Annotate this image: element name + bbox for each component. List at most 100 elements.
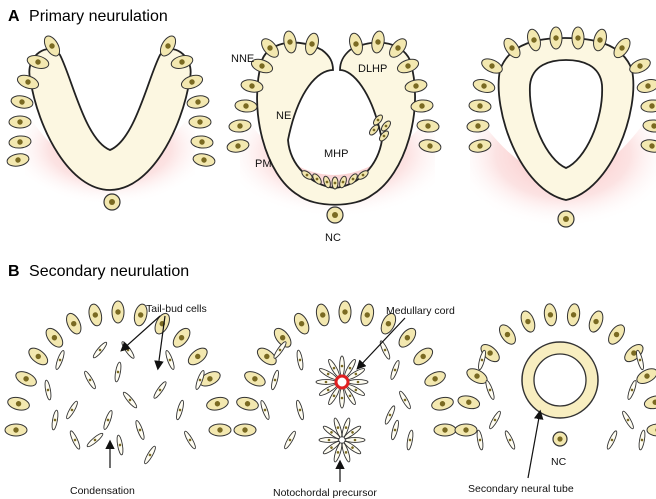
ectoderm-cell <box>643 394 656 411</box>
secondary-stage-1: Tail-bud cells Condensation <box>5 301 231 497</box>
mesenchyme-cell <box>621 410 635 430</box>
ectoderm-cell <box>291 311 311 336</box>
rosette-cell <box>316 380 336 385</box>
tail-bud-cell <box>164 350 175 370</box>
ectoderm-cell <box>314 303 331 327</box>
label-dlhp: DLHP <box>358 63 387 75</box>
ectoderm-cell <box>242 369 267 389</box>
ectoderm-cell <box>186 94 210 110</box>
tail-bud-cell <box>54 350 65 370</box>
ectoderm-cell <box>634 366 656 387</box>
ectoderm-cell <box>112 301 124 323</box>
mesenchyme-cell <box>283 430 297 450</box>
primary-stage-2: NNE DLHP NE PM MHP NC <box>226 30 442 244</box>
primary-stage-1 <box>6 33 216 210</box>
ectoderm-cell <box>235 99 258 113</box>
ectoderm-cell <box>9 116 31 128</box>
primary-stage-3 <box>467 27 656 228</box>
label-tail-bud-cells: Tail-bud cells <box>146 303 207 315</box>
mesenchyme-cell <box>270 370 280 391</box>
label-nc-b: NC <box>551 456 567 468</box>
mesenchyme-cell <box>406 430 414 451</box>
mesenchyme-cell <box>384 405 397 425</box>
ectoderm-cell <box>550 27 562 49</box>
ectoderm-cell <box>189 116 211 128</box>
tail-bud-cell <box>143 445 157 465</box>
label-medullary-cord: Medullary cord <box>386 305 455 317</box>
ectoderm-cell <box>43 325 66 350</box>
tail-bud-cell <box>92 341 109 359</box>
mesenchyme-cell <box>379 340 392 360</box>
ectoderm-cell <box>396 325 419 350</box>
ectoderm-cell <box>234 424 256 436</box>
tail-bud-cell <box>114 362 122 383</box>
tail-bud-cell <box>175 400 185 421</box>
tail-bud-cell <box>152 380 167 399</box>
mesenchyme-cell <box>390 420 400 441</box>
ectoderm-cell <box>339 301 351 323</box>
notochordal-precursor <box>319 417 365 462</box>
panel-a-title: A Primary neurulation <box>8 8 168 25</box>
ectoderm-cell <box>566 303 581 326</box>
medullary-cord-core <box>336 376 348 388</box>
ectoderm-cell <box>457 394 481 411</box>
mhp-cell <box>332 177 338 189</box>
mesenchyme-cell <box>295 400 305 421</box>
tail-bud-cell <box>44 380 52 401</box>
ectoderm-cell <box>5 424 27 436</box>
ectoderm-cell <box>185 345 210 368</box>
mesenchyme-cell <box>476 430 484 451</box>
tail-bud-cell <box>86 432 104 449</box>
panel-b-title: B Secondary neurulation <box>8 263 189 280</box>
ectoderm-cell <box>423 369 448 389</box>
mesenchyme-cell <box>638 430 646 451</box>
ectoderm-cell <box>64 311 84 336</box>
medullary-cord <box>316 356 368 408</box>
label-nne: NNE <box>231 53 254 65</box>
secondary-stage-2: Medullary cord Notochordal precursor <box>234 301 456 499</box>
ectoderm-cell <box>636 77 656 94</box>
tail-bud-cell <box>102 410 113 430</box>
tail-bud-cell <box>69 430 82 450</box>
ectoderm-cell <box>472 77 496 94</box>
secondary-neural-tube-lumen <box>534 354 586 406</box>
secondary-stage-3: NC Secondary neural tube <box>455 303 656 495</box>
mesenchyme-cell <box>398 390 412 410</box>
label-pm: PM <box>255 158 272 170</box>
ectoderm-cell <box>605 322 627 347</box>
ectoderm-cell <box>647 424 656 436</box>
ectoderm-cell <box>434 424 456 436</box>
mesenchyme-cell <box>484 380 495 400</box>
tail-bud-cell <box>83 370 97 390</box>
rosette-cell <box>348 380 368 385</box>
ectoderm-cell <box>430 395 454 412</box>
ectoderm-cell <box>455 424 477 436</box>
tail-bud-cell <box>134 420 145 440</box>
tail-bud-cell <box>116 435 124 456</box>
ectoderm-cell <box>359 303 376 327</box>
ectoderm-cell <box>6 395 30 412</box>
rosette-cell <box>340 356 345 376</box>
ectoderm-cell <box>411 345 436 368</box>
ectoderm-cell <box>14 369 39 389</box>
ectoderm-cell <box>209 424 231 436</box>
ectoderm-cell <box>518 309 537 334</box>
ectoderm-cell <box>10 94 34 110</box>
ectoderm-cell <box>543 303 558 326</box>
ectoderm-cell <box>192 152 216 168</box>
mesenchyme-cell <box>635 350 645 371</box>
ectoderm-cell <box>205 395 229 412</box>
ectoderm-cell <box>87 303 104 327</box>
ectoderm-cell <box>496 322 518 347</box>
ectoderm-cell <box>235 395 259 412</box>
label-secondary-neural-tube: Secondary neural tube <box>468 483 574 495</box>
ectoderm-cell <box>170 325 193 350</box>
label-notochordal-precursor: Notochordal precursor <box>273 487 377 499</box>
label-nc-a: NC <box>325 232 341 244</box>
tail-bud-cell <box>122 391 139 409</box>
tail-bud-mesenchyme <box>44 340 206 464</box>
ectoderm-cell <box>26 345 51 368</box>
mesenchyme-cell <box>626 380 637 400</box>
rosette-cell <box>340 388 345 408</box>
